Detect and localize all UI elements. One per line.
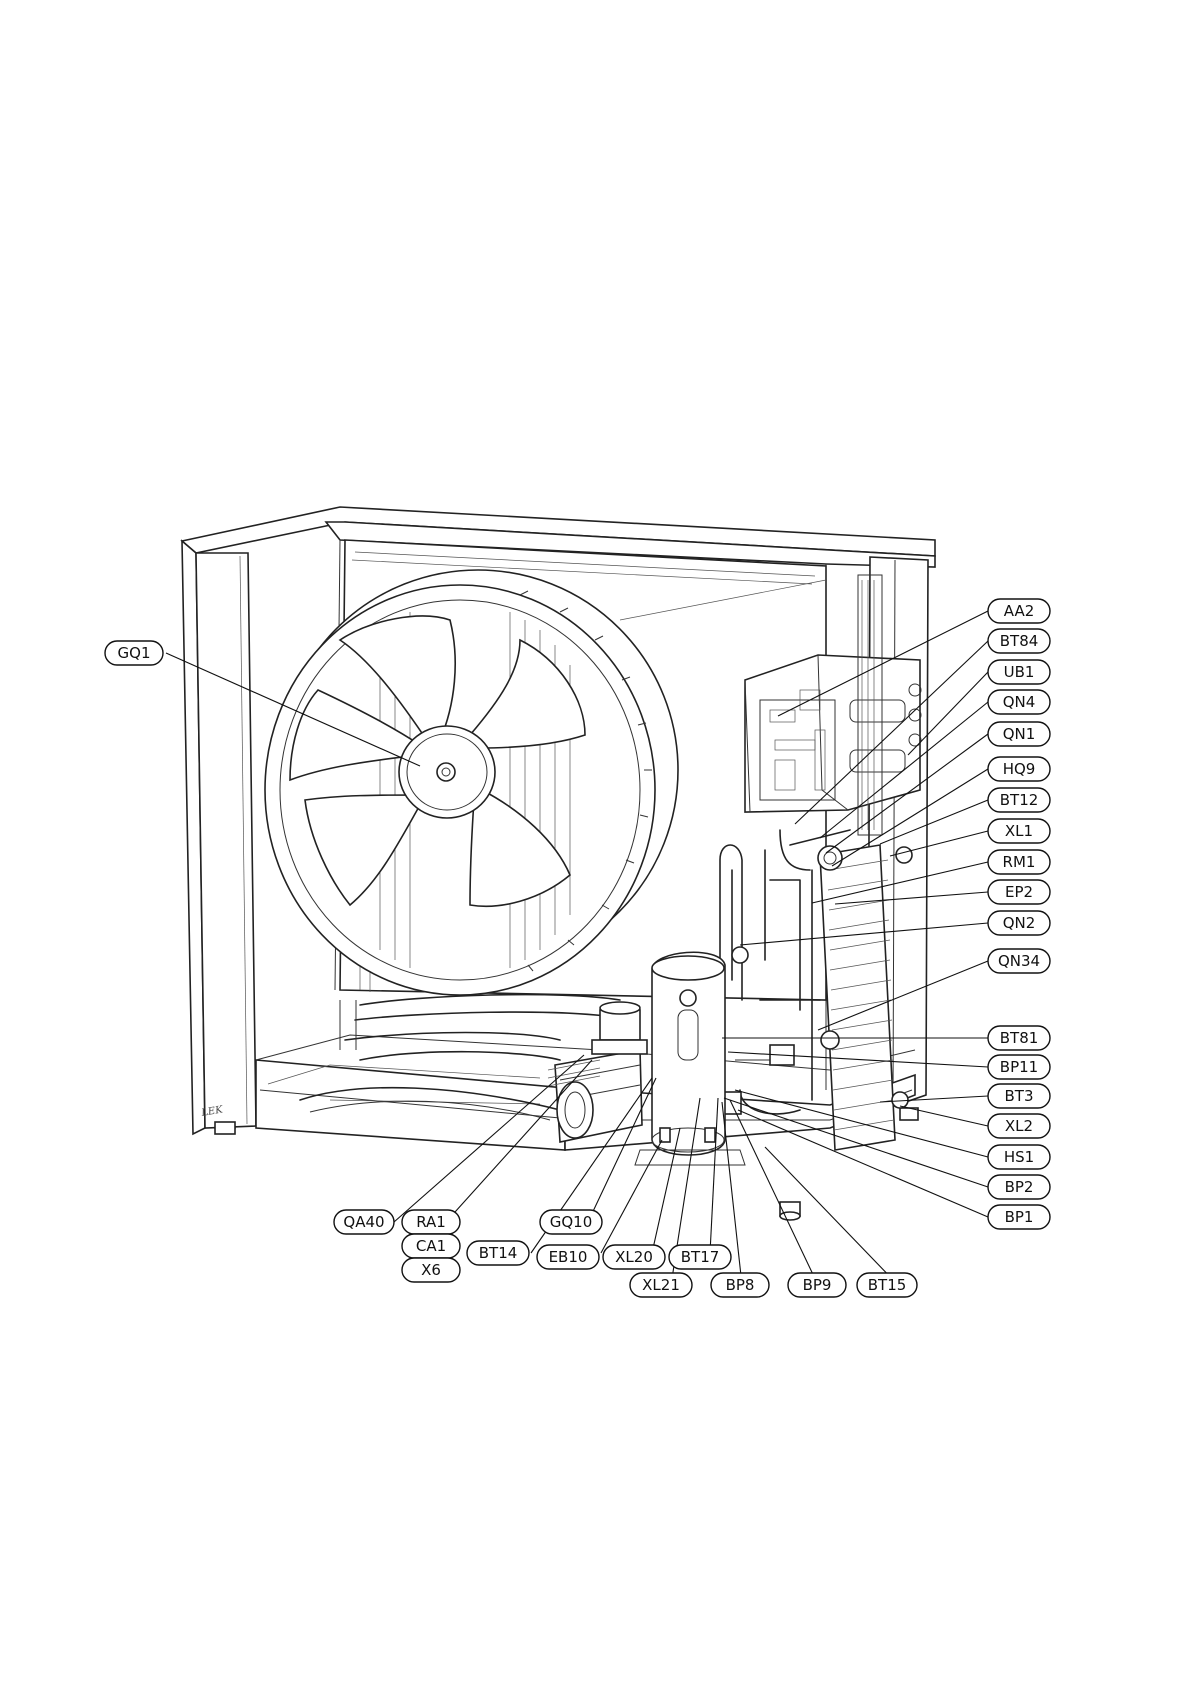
label-BT14-text: BT14	[479, 1244, 518, 1262]
label-BP11-text: BP11	[1000, 1058, 1038, 1076]
label-CA1-text: CA1	[416, 1237, 446, 1255]
label-XL21-text: XL21	[642, 1276, 680, 1294]
label-RA1: RA1	[402, 1210, 460, 1234]
label-QN1: QN1	[988, 722, 1050, 746]
label-EP2: EP2	[988, 880, 1050, 904]
label-BT81-text: BT81	[1000, 1029, 1039, 1047]
label-QN4: QN4	[988, 690, 1050, 714]
label-BT17-text: BT17	[681, 1248, 720, 1266]
label-QA40: QA40	[334, 1210, 394, 1234]
label-QN4-text: QN4	[1003, 693, 1036, 711]
label-QN2: QN2	[988, 911, 1050, 935]
label-RA1-text: RA1	[416, 1213, 446, 1231]
label-BP2: BP2	[988, 1175, 1050, 1199]
label-BT15-text: BT15	[868, 1276, 907, 1294]
label-X6: X6	[402, 1258, 460, 1282]
label-HS1: HS1	[988, 1145, 1050, 1169]
label-QN34-text: QN34	[998, 952, 1040, 970]
label-UB1: UB1	[988, 660, 1050, 684]
label-XL20-text: XL20	[615, 1248, 653, 1266]
label-BP8: BP8	[711, 1273, 769, 1297]
label-QN1-text: QN1	[1003, 725, 1036, 743]
label-RM1: RM1	[988, 850, 1050, 874]
electrical-components	[548, 1002, 647, 1142]
label-HQ9-text: HQ9	[1003, 760, 1036, 778]
label-GQ1-text: GQ1	[118, 644, 151, 662]
label-BT12-text: BT12	[1000, 791, 1039, 809]
label-AA2-text: AA2	[1004, 602, 1034, 620]
label-BT81: BT81	[988, 1026, 1050, 1050]
label-BT84-text: BT84	[1000, 632, 1039, 650]
label-BP9-text: BP9	[803, 1276, 832, 1294]
label-XL1: XL1	[988, 819, 1050, 843]
label-BP1: BP1	[988, 1205, 1050, 1229]
label-BT17: BT17	[669, 1245, 731, 1269]
label-XL21: XL21	[630, 1273, 692, 1297]
label-BP2-text: BP2	[1005, 1178, 1034, 1196]
label-HS1-text: HS1	[1004, 1148, 1034, 1166]
label-HQ9: HQ9	[988, 757, 1050, 781]
label-EB10-text: EB10	[549, 1248, 588, 1266]
label-BP9: BP9	[788, 1273, 846, 1297]
label-BT14: BT14	[467, 1241, 529, 1265]
label-QN2-text: QN2	[1003, 914, 1036, 932]
label-XL1-text: XL1	[1005, 822, 1033, 840]
label-QA40-text: QA40	[343, 1213, 384, 1231]
label-XL2-text: XL2	[1005, 1117, 1033, 1135]
label-X6-text: X6	[421, 1261, 441, 1279]
label-BT84: BT84	[988, 629, 1050, 653]
label-XL2: XL2	[988, 1114, 1050, 1138]
label-AA2: AA2	[988, 599, 1050, 623]
label-EP2-text: EP2	[1005, 883, 1033, 901]
label-BT12: BT12	[988, 788, 1050, 812]
label-XL20: XL20	[603, 1245, 665, 1269]
label-BP1-text: BP1	[1005, 1208, 1034, 1226]
label-UB1-text: UB1	[1004, 663, 1035, 681]
label-BP11: BP11	[988, 1055, 1050, 1079]
label-RM1-text: RM1	[1003, 853, 1036, 871]
label-GQ10: GQ10	[540, 1210, 602, 1234]
label-EB10: EB10	[537, 1245, 599, 1269]
label-BP8-text: BP8	[726, 1276, 755, 1294]
label-BT3: BT3	[988, 1084, 1050, 1108]
label-BT15: BT15	[857, 1273, 917, 1297]
label-GQ1: GQ1	[105, 641, 163, 665]
label-CA1: CA1	[402, 1234, 460, 1258]
label-BT3-text: BT3	[1005, 1087, 1034, 1105]
label-GQ10-text: GQ10	[550, 1213, 593, 1231]
label-QN34: QN34	[988, 949, 1050, 973]
